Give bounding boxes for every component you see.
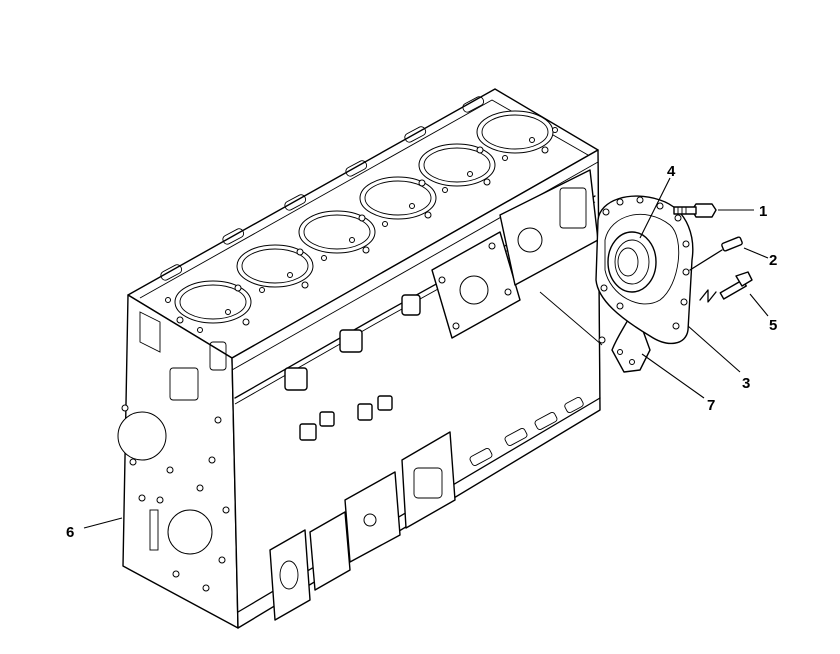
- callout-labels: 1 2 3 4 5 6 7: [66, 163, 777, 541]
- side-lower-panels: [269, 396, 584, 621]
- crankshaft-oil-seal: [607, 231, 657, 293]
- callout-4: 4: [667, 163, 676, 180]
- callout-5: 5: [769, 317, 777, 334]
- side-bosses: [284, 294, 421, 441]
- deck-coolant-slots: [160, 96, 485, 281]
- leader-lines: [83, 177, 769, 529]
- bolt-part-1: [673, 203, 717, 218]
- front-face-details: [117, 311, 230, 592]
- callout-1: 1: [759, 203, 767, 220]
- callout-7: 7: [707, 397, 715, 414]
- bore-6: [476, 110, 554, 154]
- bolt-part-5: [699, 271, 753, 303]
- deck-bolt-holes: [165, 127, 558, 333]
- bore-2: [236, 244, 314, 288]
- leader-7: [641, 353, 705, 399]
- callout-6: 6: [66, 524, 74, 541]
- front-bore-lower: [167, 509, 213, 555]
- dowel-line: [539, 291, 603, 346]
- cylinder-bores: [174, 110, 554, 324]
- bore-3: [298, 210, 376, 254]
- bore-4: [359, 176, 437, 220]
- leader-5: [749, 293, 769, 317]
- cylinder-block: [117, 88, 603, 629]
- deck-edge: [139, 99, 589, 299]
- leader-6: [83, 517, 123, 529]
- front-bore-large: [117, 411, 167, 461]
- dowel-part-2: [689, 236, 743, 271]
- bore-1: [174, 280, 252, 324]
- leader-3: [687, 325, 741, 373]
- bore-5: [418, 143, 496, 187]
- callout-3: 3: [742, 375, 750, 392]
- leader-4: [639, 177, 671, 239]
- callout-2: 2: [769, 252, 777, 269]
- leader-2: [743, 247, 769, 259]
